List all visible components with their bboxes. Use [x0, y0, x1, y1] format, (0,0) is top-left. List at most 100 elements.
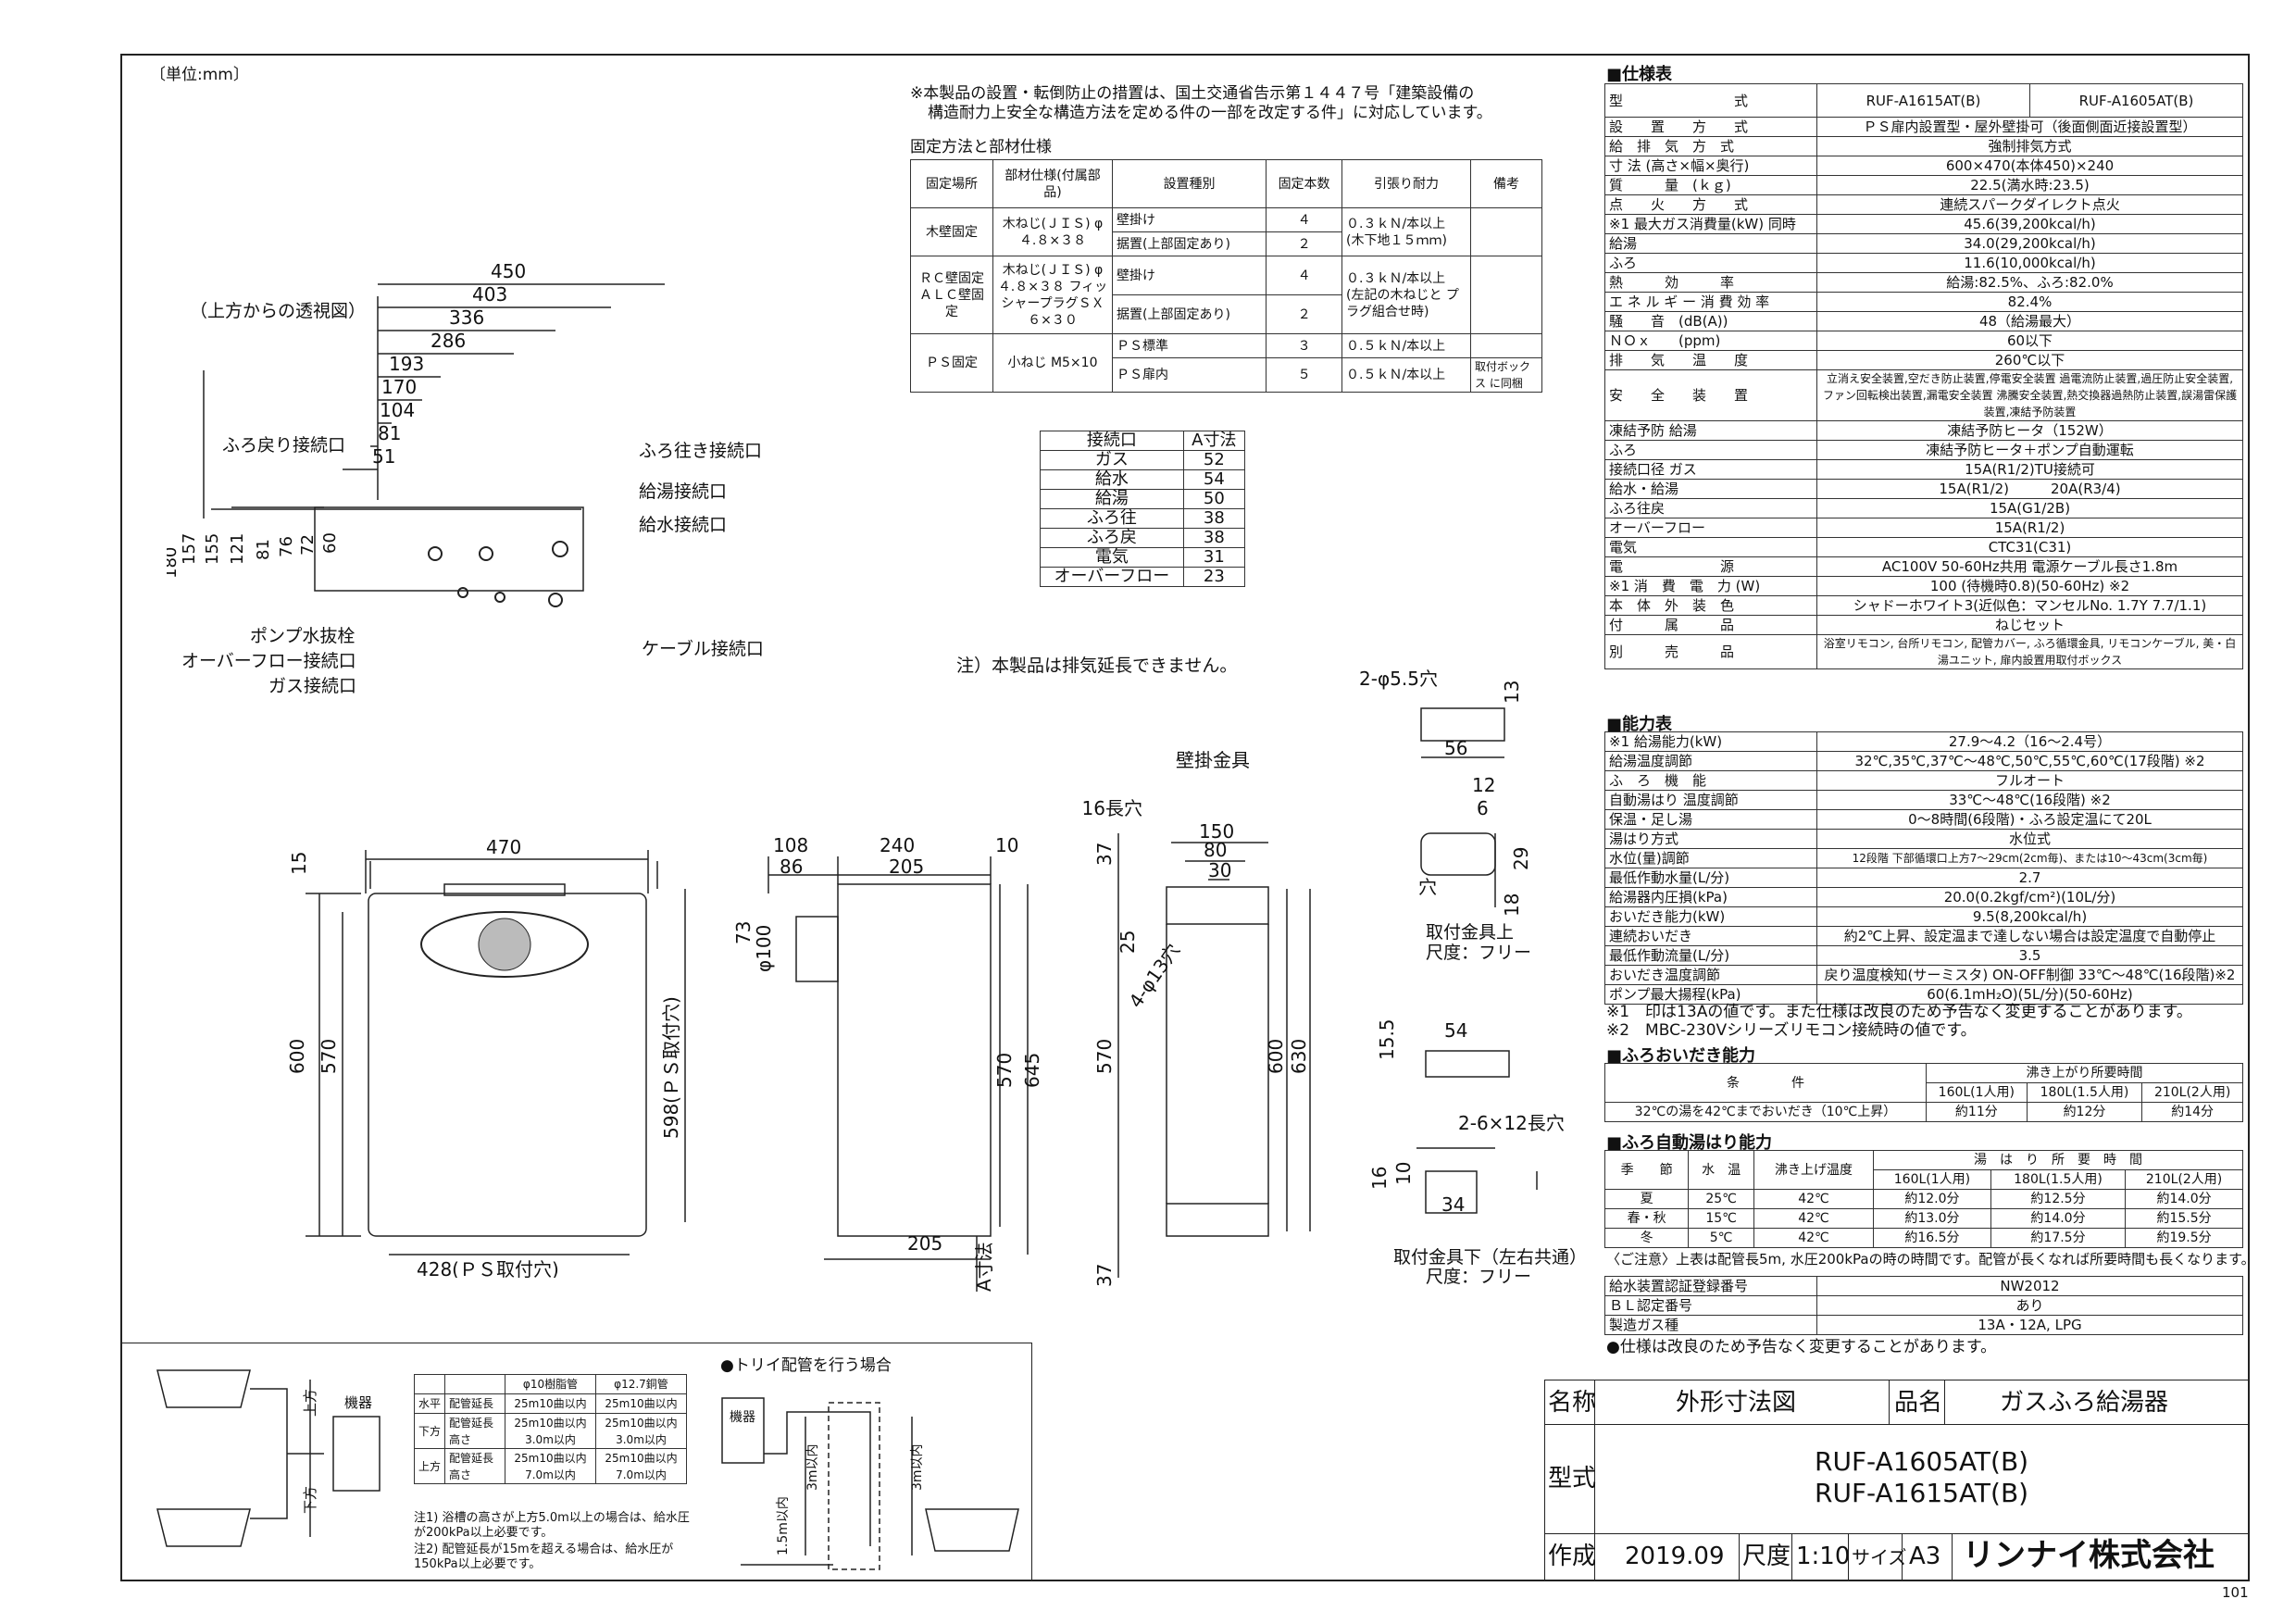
upper-13: 13 [1501, 681, 1523, 704]
conn-header: A寸法 [1182, 431, 1246, 451]
tb-date-label: 作成 [1548, 1543, 1597, 1570]
tb-scale: 1:10 [1796, 1543, 1851, 1570]
autofill-cell: 15℃ [1688, 1208, 1754, 1229]
conn-cell: 52 [1182, 450, 1246, 470]
bath-cell: 上方 [413, 1448, 446, 1484]
bath-cell: 水平 [413, 1393, 446, 1414]
autofill-cell: 夏 [1603, 1189, 1690, 1209]
autofill-header: 沸き上げ温度 [1753, 1150, 1875, 1190]
reheat-cell: 約12分 [2026, 1102, 2143, 1122]
upper-fitting-scale: 尺度：フリー [1426, 943, 1532, 963]
side-phi100: φ100 [753, 925, 775, 972]
tb-line [1544, 1533, 2250, 1534]
conn-cell: 31 [1182, 547, 1246, 568]
lower-15: 15.5 [1376, 1018, 1398, 1060]
spec-label: 電気 [1604, 537, 1817, 557]
vdim-157: 157 [180, 533, 199, 565]
vdim-60: 60 [320, 532, 340, 554]
lower-34: 34 [1441, 1193, 1465, 1216]
fixing-table: 固定場所部材仕様(付属部品)設置種別固定本数引張り耐力備考 木壁固定木ねじ(ＪＩ… [910, 159, 1542, 393]
label-pump-drain: ポンプ水抜栓 [250, 626, 356, 646]
bracket-630: 630 [1288, 1039, 1310, 1074]
table-row: ＲＣ壁固定 ＡＬＣ壁固定木ねじ(ＪＩＳ) φ４.８×３８ フィッシャープラグＳＸ… [910, 256, 1542, 334]
bath-header [413, 1374, 446, 1394]
spec-label: 質 量 (ｋｇ) [1604, 175, 1817, 195]
capacity-row: ポンプ最大揚程(kPa)60(6.1mH₂O)(5L/分)(50-60Hz) [1604, 984, 2243, 1005]
bracket-600: 600 [1265, 1039, 1287, 1074]
side-view-drawing: 108 240 10 86 205 73 φ100 570 645 A寸法 20… [732, 834, 1043, 1292]
vdim-121: 121 [228, 533, 247, 565]
bath-cell: 配管延長 高さ [444, 1413, 506, 1449]
spec-row: 安 全 装 置立消え安全装置,空だき防止装置,停電安全装置 過電流防止装置,過圧… [1604, 369, 2243, 421]
upper-hole: 2-φ5.5穴 [1359, 668, 1438, 690]
autofill-sub: 160L(1人用) [1873, 1169, 1991, 1190]
capacity-row: ふ ろ 機 能フルオート [1604, 770, 2243, 791]
capacity-row: おいだき温度調節戻り温度検知(サーミスタ) ON-OFF制御 33℃～48℃(1… [1604, 965, 2243, 985]
fixing-cell: 小ねじ M5×10 [992, 333, 1113, 393]
capacity-row: 連続おいだき約2℃上昇、設定温まで達しない場合は設定温度で自動停止 [1604, 926, 2243, 946]
vdim-81: 81 [254, 539, 273, 560]
spec-row: 騒 音 (dB(A))48（給湯最大） [1604, 311, 2243, 331]
front-h-600: 600 [286, 1039, 308, 1074]
spec-value: 11.6(10,000kcal/h) [1816, 253, 2243, 273]
spec-label: 電 源 [1604, 556, 1817, 577]
bath-cell: 25m10曲以内 7.0m以内 [505, 1448, 596, 1484]
top-dim-104: 104 [380, 399, 415, 421]
conn-cell: 38 [1182, 508, 1246, 529]
tb-model-2: RUF-A1615AT(B) [1815, 1478, 2029, 1508]
spec-label: 点 火 方 式 [1604, 194, 1817, 215]
spec-value: 給湯:82.5%、ふろ:82.0% [1816, 272, 2243, 293]
capacity-value: 27.9～4.2（16～2.4号） [1816, 731, 2243, 752]
lower-slot: 2-6×12長穴 [1458, 1112, 1565, 1134]
capacity-value: 約2℃上昇、設定温まで達しない場合は設定温度で自動停止 [1816, 926, 2243, 946]
capacity-label: 連続おいだき [1604, 926, 1817, 946]
table-row: 160L(1人用)180L(1.5人用)210L(2人用) [1605, 1169, 2243, 1190]
autofill-cell: 約14.0分 [1990, 1208, 2127, 1229]
fixing-cell: 木壁固定 [910, 207, 993, 256]
top-dim-51: 51 [372, 445, 395, 468]
trap-unit: 機器 [730, 1410, 755, 1425]
bath-cell: 25m10曲以内 3.0m以内 [505, 1413, 596, 1449]
bracket-slot: 6-5.5×16長穴 [1083, 797, 1142, 819]
tb-line [1594, 1380, 1595, 1581]
fixing-header: 備考 [1470, 159, 1542, 208]
capacity-value: 水位式 [1816, 829, 2243, 849]
spec-label: 安 全 装 置 [1604, 369, 1817, 421]
reheat-table: 条 件沸き上がり所要時間 160L(1人用)180L(1.5人用)210L(2人… [1604, 1063, 2244, 1122]
bath-note-2: 注2) 配管延長が15mを超える場合は、給水圧が150kPa以上必要です。 [414, 1543, 674, 1571]
fixing-cell: ＰＳ扉内 [1111, 357, 1267, 393]
tb-line [1889, 1380, 1890, 1424]
reheat-sub: 160L(1人用) [1925, 1082, 2028, 1103]
conn-cell: ガス [1040, 450, 1184, 470]
capacity-note-1: ※1 印は13Aの値です。また仕様は改良のため予告なく変更することがあります。 [1606, 1003, 2192, 1021]
trap-h3: 3m以内 [805, 1443, 820, 1491]
spec-value: 立消え安全装置,空だき防止装置,停電安全装置 過電流防止装置,過圧防止安全装置,… [1816, 369, 2243, 421]
cert-cell: 給水装置認証登録番号 [1604, 1276, 1817, 1296]
trap-diagram: 機器 1.5m以内 3m以内 3m以内 [721, 1397, 1019, 1570]
bath-cell: 配管延長 高さ [444, 1448, 506, 1484]
page-number: 101 [2222, 1584, 2249, 1601]
lower-fitting-scale: 尺度：フリー [1426, 1267, 1532, 1287]
conn-cell: ふろ戻 [1040, 528, 1184, 548]
fixing-cell: 壁掛け [1111, 207, 1267, 232]
bath-unit-label: 機器 [344, 1394, 372, 1411]
capacity-value: 60(6.1mH₂O)(5L/分)(50-60Hz) [1816, 984, 2243, 1005]
spec-row: 熱 効 率給湯:82.5%、ふろ:82.0% [1604, 272, 2243, 293]
table-row: 据置(上部固定あり)２ [911, 231, 1542, 256]
label-hot-water: 給湯接続口 [639, 481, 728, 502]
tb-date: 2019.09 [1625, 1543, 1725, 1570]
front-w-470: 470 [486, 836, 521, 858]
conn-header: 接続口 [1040, 431, 1184, 451]
label-cable: ケーブル接続口 [642, 639, 764, 659]
top-dim-286: 286 [430, 330, 466, 352]
side-205b: 205 [907, 1232, 942, 1255]
